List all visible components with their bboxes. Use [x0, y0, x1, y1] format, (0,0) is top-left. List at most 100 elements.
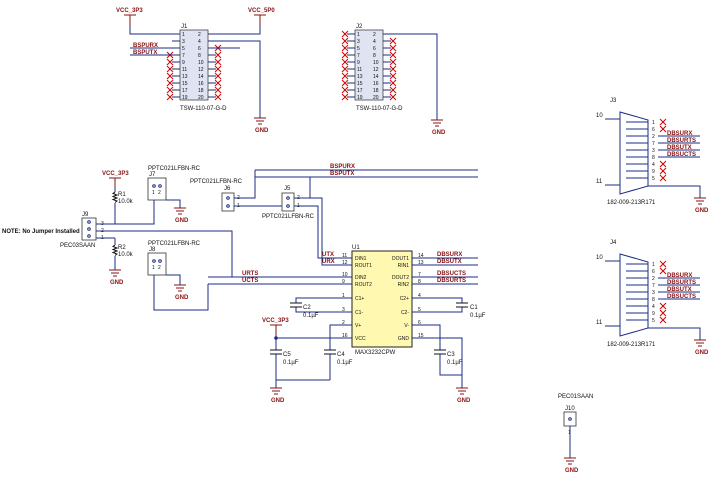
- j2pins-pin-number: 9: [357, 60, 360, 66]
- jumper-j7: PPTC021LFBN-RC J7 1 2 GND: [115, 166, 201, 225]
- j1-net-bspurx: BSPURX: [133, 43, 158, 49]
- j1pins-nc-mark: [214, 65, 222, 73]
- j10-part: PEC01SAAN: [558, 394, 593, 400]
- j2pins-nc-mark: [389, 51, 397, 59]
- u1-right-pin-number: 5: [418, 307, 421, 313]
- u1-right-pin-name: C2+: [400, 296, 409, 302]
- u1-left-pin-number: 3: [342, 307, 345, 313]
- u1-right-pin-name: C2-: [401, 310, 409, 316]
- j2-body: [354, 29, 384, 101]
- j1pins-pin-number: 14: [198, 74, 204, 80]
- j8-ref: J8: [149, 247, 156, 253]
- j5-ref: J5: [284, 186, 291, 192]
- u1-left-pin-number: 12: [342, 260, 348, 266]
- u1-right-pin-name: RIN1: [398, 263, 410, 269]
- j3pins-pin-number: 9: [652, 169, 655, 175]
- j4pins-pin-number: 2: [652, 276, 655, 282]
- j2pins-nc-mark: [341, 58, 349, 66]
- j1pins-nc-mark: [166, 86, 174, 94]
- j2pins-pin-number: 20: [373, 95, 379, 101]
- j3-shell: [619, 111, 649, 195]
- j3-pin10: 10: [596, 113, 603, 119]
- j4pins-pin-number: 1: [652, 262, 655, 268]
- j2pins-pin-number: 5: [357, 46, 360, 52]
- r1-ref: R1: [118, 192, 126, 198]
- j2pins-nc-mark: [389, 79, 397, 87]
- j2pins-pin-number: 15: [357, 81, 363, 87]
- j4-ref: J4: [610, 240, 617, 246]
- vcc-3p3-r1-label: VCC_3P3: [102, 171, 129, 177]
- j7-pin1: 1: [152, 190, 155, 196]
- j1pins-pin-number: 2: [198, 32, 201, 38]
- j1pins-pin-number: 11: [182, 67, 187, 73]
- j3pins-nc-mark: [659, 167, 667, 175]
- j1pins-pin-number: 10: [198, 60, 204, 66]
- u1-net-urx: URX: [322, 259, 335, 265]
- j2pins-pin-number: 6: [373, 46, 376, 52]
- gnd-label-j8: GND: [175, 295, 189, 301]
- c2-ref: C2: [303, 305, 311, 311]
- j3pins-net-label: DBSURX: [667, 131, 692, 137]
- j1pins-pin-number: 13: [182, 74, 188, 80]
- gnd-label-j7: GND: [175, 218, 189, 224]
- j2pins-pin-number: 18: [373, 88, 379, 94]
- u1-left-pin-name: ROUT1: [355, 263, 372, 269]
- u1-right-pin-number: 7: [418, 272, 421, 278]
- j3pins-pin-number: 5: [652, 176, 655, 182]
- u1-net-dbsurx: DBSURX: [437, 252, 462, 258]
- u1-left-pin-number: 11: [342, 253, 347, 259]
- u1-left-pin-number: 16: [342, 333, 348, 339]
- u1-part: MAX3232CPW: [355, 350, 396, 356]
- j3-pin11: 11: [596, 179, 603, 185]
- j3pins-net-label: DBSUTX: [667, 145, 692, 151]
- r2-value: 10.0k: [118, 252, 134, 258]
- gnd-label-u1: GND: [457, 398, 471, 404]
- j4pins-pin-number: 9: [652, 311, 655, 317]
- j4pins-net-label: DBSURX: [667, 273, 692, 279]
- u1-right-pin-number: 6: [418, 320, 421, 326]
- j1pins-pin-number: 16: [198, 81, 204, 87]
- j4pins-nc-mark: [659, 316, 667, 324]
- j3pins-nc-mark: [659, 118, 667, 126]
- c5-ref: C5: [283, 352, 291, 358]
- j1pins-pin-number: 12: [198, 67, 204, 73]
- gnd-label-j3: GND: [695, 208, 709, 214]
- j1pins-nc-mark: [214, 58, 222, 66]
- j2pins-pin-number: 10: [373, 60, 379, 66]
- vcc-3p3-u1-label: VCC_3P3: [262, 318, 289, 324]
- j3-ref: J3: [610, 98, 617, 104]
- gnd-label-r2: GND: [110, 280, 124, 286]
- j3pins-pin-number: 3: [652, 148, 655, 154]
- u1-right-pin-name: V-: [404, 323, 409, 329]
- r2-ref: R2: [118, 245, 126, 251]
- j7-body: [147, 177, 167, 201]
- j1pins-pin-number: 7: [182, 53, 185, 59]
- j2pins-nc-mark: [341, 51, 349, 59]
- u1-right-pin-number: 4: [418, 293, 421, 299]
- j1pins-pin-number: 9: [182, 60, 185, 66]
- j2pins-nc-mark: [389, 65, 397, 73]
- j4pins-pin-number: 7: [652, 283, 655, 289]
- j5-part: PPTC021LFBN-RC: [262, 214, 315, 220]
- j4pins-pin-number: 3: [652, 290, 655, 296]
- j1-ref: J1: [181, 24, 188, 30]
- c4-value: 0.1µF: [337, 360, 353, 366]
- c5-value: 0.1µF: [283, 360, 299, 366]
- u1-right-pin-number: 8: [418, 279, 421, 285]
- u1-left-pin-name: ROUT2: [355, 282, 372, 288]
- u1-net-urts: URTS: [242, 271, 258, 277]
- j1pins-nc-mark: [166, 79, 174, 87]
- u1-right-pin-name: RIN2: [398, 282, 410, 288]
- j9-ref: J9: [82, 212, 89, 218]
- c2-value: 0.1µF: [303, 313, 319, 319]
- jumper-j6: PPTC021LFBN-RC J6 2 1: [190, 170, 310, 212]
- j4pins-net-label: DBSURTS: [667, 280, 696, 286]
- jumper-j9-group: VCC_3P3 R1 10.0k J9 3 2 1 NOTE: No Jumpe…: [2, 171, 233, 286]
- u1-left-pin-number: 1: [342, 293, 345, 299]
- c3-value: 0.1µF: [447, 360, 463, 366]
- u1-body: [351, 250, 413, 348]
- j4pins-nc-mark: [659, 267, 667, 275]
- u1-left-pin-number: 9: [342, 279, 345, 285]
